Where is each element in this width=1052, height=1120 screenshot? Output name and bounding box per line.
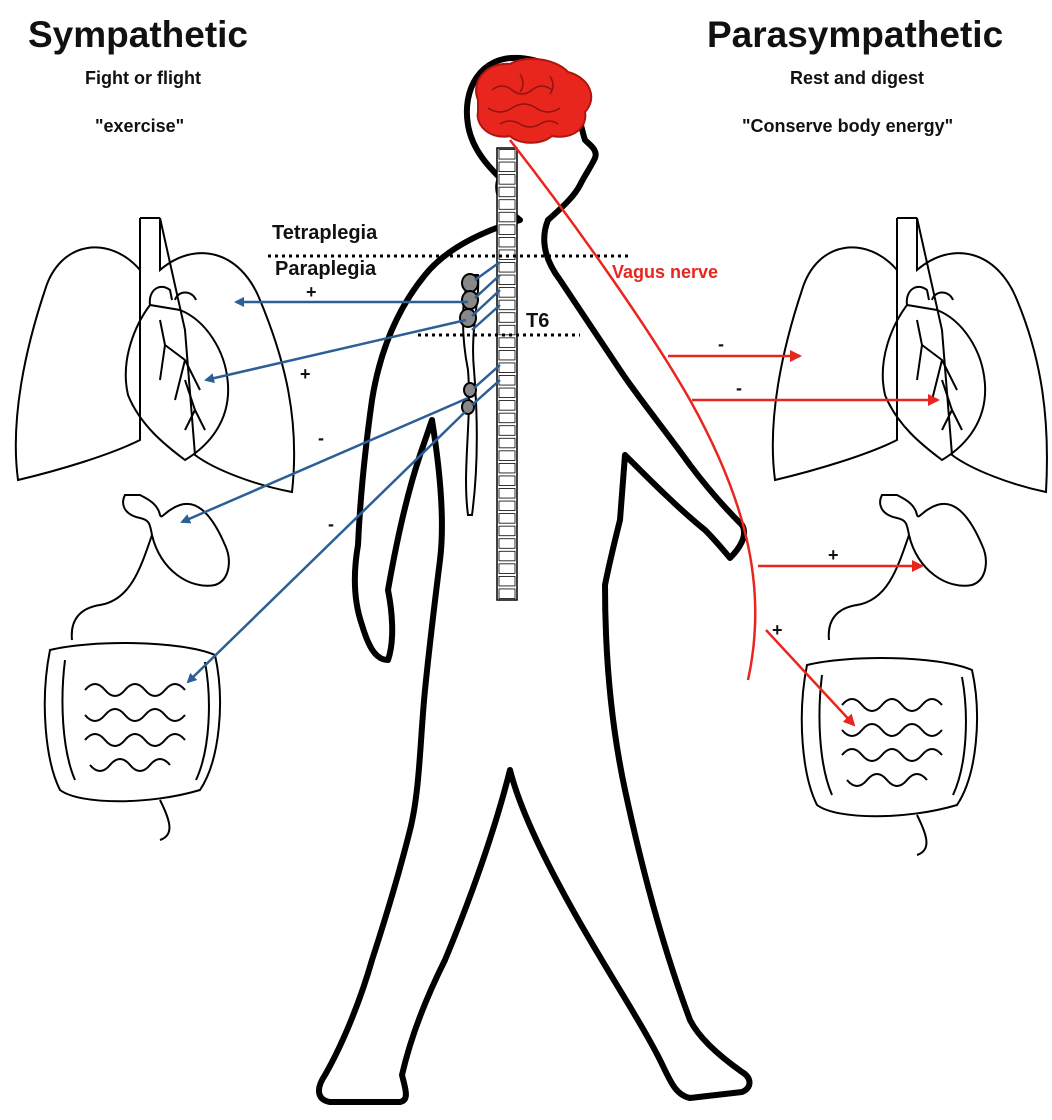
right-heart-illustration xyxy=(883,287,985,460)
sign-para-stomach: + xyxy=(828,545,839,566)
sympathetic-note: "exercise" xyxy=(95,116,184,137)
left-stomach-illustration xyxy=(72,495,229,640)
right-stomach-illustration xyxy=(829,495,986,640)
parasympathetic-fibers xyxy=(510,140,938,725)
sympathetic-arrow-intestine xyxy=(188,412,465,682)
sign-para-lungs: - xyxy=(718,334,724,355)
tetraplegia-label: Tetraplegia xyxy=(272,222,377,245)
sympathetic-arrow-stomach xyxy=(182,398,468,522)
parasympathetic-title: Parasympathetic xyxy=(707,14,1003,56)
parasympathetic-arrow-intestine xyxy=(766,630,854,725)
left-intestine-illustration xyxy=(45,643,220,840)
sign-para-intestine: + xyxy=(772,620,783,641)
sympathetic-chain xyxy=(460,274,478,515)
t6-label: T6 xyxy=(526,310,549,333)
left-heart-illustration xyxy=(126,287,228,460)
sign-symp-stomach: - xyxy=(318,428,324,449)
parasympathetic-subtitle: Rest and digest xyxy=(790,68,924,89)
sign-para-heart: - xyxy=(736,378,742,399)
left-lungs-illustration xyxy=(16,218,294,492)
vagus-nerve-label: Vagus nerve xyxy=(612,262,718,283)
parasympathetic-note: "Conserve body energy" xyxy=(742,116,953,137)
right-intestine-illustration xyxy=(802,658,977,855)
sign-symp-lungs: + xyxy=(306,282,317,303)
spinal-column xyxy=(497,148,517,600)
right-lungs-illustration xyxy=(773,218,1047,492)
sign-symp-intestine: - xyxy=(328,514,334,535)
spinal-column-outline xyxy=(497,148,517,600)
walking-human-silhouette xyxy=(319,58,750,1102)
sign-symp-heart: + xyxy=(300,364,311,385)
sympathetic-subtitle: Fight or flight xyxy=(85,68,201,89)
paraplegia-label: Paraplegia xyxy=(275,258,376,281)
sympathetic-title: Sympathetic xyxy=(28,14,248,56)
brain-illustration xyxy=(476,59,591,143)
sympathetic-fibers xyxy=(182,262,500,682)
sympathetic-arrow-heart xyxy=(206,320,466,380)
